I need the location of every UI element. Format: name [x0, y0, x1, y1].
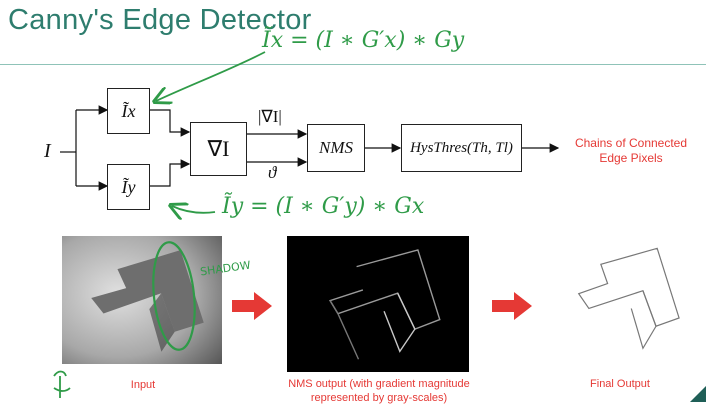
iy-box: Ĩy	[107, 164, 150, 210]
page-title: Canny's Edge Detector	[8, 4, 312, 36]
gradient-box-label: ∇I	[207, 136, 230, 161]
output-description: Chains of Connected Edge Pixels	[574, 136, 688, 165]
final-output-image	[540, 236, 700, 364]
hysteresis-threshold-box: HysThres(Th, Tl)	[401, 124, 522, 172]
input-image	[62, 236, 222, 364]
input-symbol: I	[44, 140, 51, 162]
iy-box-label: Ĩy	[121, 176, 136, 197]
ix-box: Ĩx	[107, 88, 150, 134]
ix-box-label: Ĩx	[121, 100, 136, 121]
input-caption: Input	[130, 379, 156, 391]
nms-output-image	[287, 236, 469, 372]
slide-corner-decoration	[690, 386, 706, 402]
ix-formula-annotation: Ĩx = (I ∗ G′x) ∗ Gy	[262, 28, 465, 53]
nms-output-caption: NMS output (with gradient magnitude repr…	[288, 378, 470, 404]
gradient-direction-label: ϑ	[268, 163, 277, 182]
hysteresis-threshold-label: HysThres(Th, Tl)	[410, 139, 513, 156]
gradient-box: ∇I	[190, 122, 247, 176]
nms-box: NMS	[307, 124, 365, 172]
title-divider	[0, 64, 706, 65]
final-output-caption: Final Output	[590, 378, 650, 390]
red-arrow-1	[232, 292, 272, 320]
red-arrow-2	[492, 292, 532, 320]
gradient-magnitude-label: |∇I|	[258, 107, 282, 126]
iy-formula-annotation: Ĩy = (I ∗ G′y) ∗ Gx	[222, 194, 425, 219]
handwritten-scribble	[53, 370, 71, 398]
nms-box-label: NMS	[319, 138, 353, 157]
